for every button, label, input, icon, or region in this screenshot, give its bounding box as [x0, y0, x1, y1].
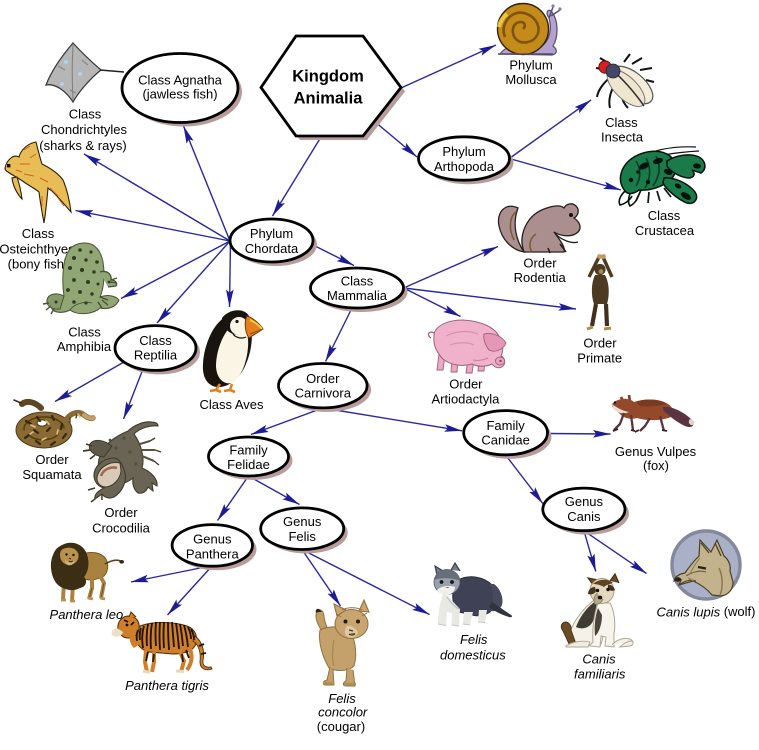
- svg-text:Class: Class: [22, 226, 55, 241]
- svg-text:(jawless fish): (jawless fish): [142, 87, 217, 102]
- svg-text:Felis: Felis: [460, 632, 488, 647]
- svg-text:Genus: Genus: [565, 494, 604, 509]
- svg-text:Canis lupis (wolf): Canis lupis (wolf): [657, 604, 756, 619]
- svg-text:Felidae: Felidae: [227, 457, 270, 472]
- svg-text:Genus: Genus: [193, 532, 232, 547]
- svg-text:familiaris: familiaris: [574, 666, 626, 681]
- svg-text:Amphibia: Amphibia: [57, 339, 112, 354]
- svg-text:Canis: Canis: [582, 652, 616, 667]
- svg-text:Order: Order: [583, 336, 617, 351]
- svg-text:domesticus: domesticus: [440, 647, 506, 662]
- svg-text:Class Agnatha: Class Agnatha: [138, 73, 223, 88]
- svg-text:Order: Order: [104, 505, 138, 520]
- svg-text:Canis: Canis: [567, 509, 601, 524]
- svg-text:(bony fish): (bony fish): [8, 257, 69, 272]
- svg-text:Arthopoda: Arthopoda: [434, 159, 495, 174]
- svg-text:Panthera: Panthera: [186, 547, 240, 562]
- svg-text:Felis: Felis: [288, 529, 316, 544]
- svg-text:Panthera tigris: Panthera tigris: [125, 678, 209, 693]
- svg-text:Reptilia: Reptilia: [134, 348, 178, 363]
- svg-text:Order: Order: [523, 256, 557, 271]
- svg-text:(sharks & rays): (sharks & rays): [39, 138, 126, 153]
- svg-text:Class: Class: [648, 208, 681, 223]
- svg-text:(cougar): (cougar): [317, 719, 365, 734]
- svg-text:Phylum: Phylum: [509, 57, 552, 72]
- svg-text:concolor: concolor: [318, 705, 368, 720]
- svg-text:Insecta: Insecta: [601, 129, 644, 144]
- svg-text:Class Aves: Class Aves: [199, 397, 264, 412]
- svg-text:Artiodactyla: Artiodactyla: [431, 392, 500, 407]
- svg-text:Class: Class: [605, 115, 638, 130]
- svg-text:Order: Order: [449, 377, 483, 392]
- svg-text:Genus: Genus: [283, 514, 322, 529]
- svg-text:Canidae: Canidae: [481, 433, 529, 448]
- svg-text:Carnivora: Carnivora: [295, 386, 352, 401]
- svg-text:Primate: Primate: [577, 351, 622, 366]
- svg-text:Genus Vulpes: Genus Vulpes: [615, 444, 697, 459]
- svg-text:Felis: Felis: [328, 691, 356, 706]
- svg-text:Mammalia: Mammalia: [327, 288, 388, 303]
- svg-text:Kingdom: Kingdom: [292, 68, 364, 86]
- svg-text:Osteichthyes: Osteichthyes: [0, 242, 75, 257]
- svg-text:Rodentia: Rodentia: [514, 270, 567, 285]
- svg-text:(fox): (fox): [643, 458, 669, 473]
- svg-text:Panthera leo: Panthera leo: [50, 607, 124, 622]
- svg-text:Mollusca: Mollusca: [505, 72, 557, 87]
- svg-text:Order: Order: [35, 452, 69, 467]
- svg-text:Family: Family: [486, 418, 525, 433]
- svg-text:Animalia: Animalia: [294, 90, 364, 108]
- svg-text:Class: Class: [341, 274, 374, 289]
- svg-text:Class: Class: [139, 333, 172, 348]
- svg-text:Phylum: Phylum: [250, 226, 293, 241]
- svg-text:Family: Family: [229, 443, 268, 458]
- svg-text:Squamata: Squamata: [22, 467, 82, 482]
- svg-text:Class: Class: [68, 325, 101, 340]
- svg-text:Crustacea: Crustacea: [635, 223, 695, 238]
- svg-text:Phylum: Phylum: [442, 144, 485, 159]
- svg-text:Order: Order: [306, 371, 340, 386]
- svg-text:Class: Class: [69, 107, 102, 122]
- svg-text:Chordata: Chordata: [245, 241, 299, 256]
- svg-text:Crocodilia: Crocodilia: [92, 520, 151, 535]
- svg-text:Chondrichtyles: Chondrichtyles: [41, 122, 127, 137]
